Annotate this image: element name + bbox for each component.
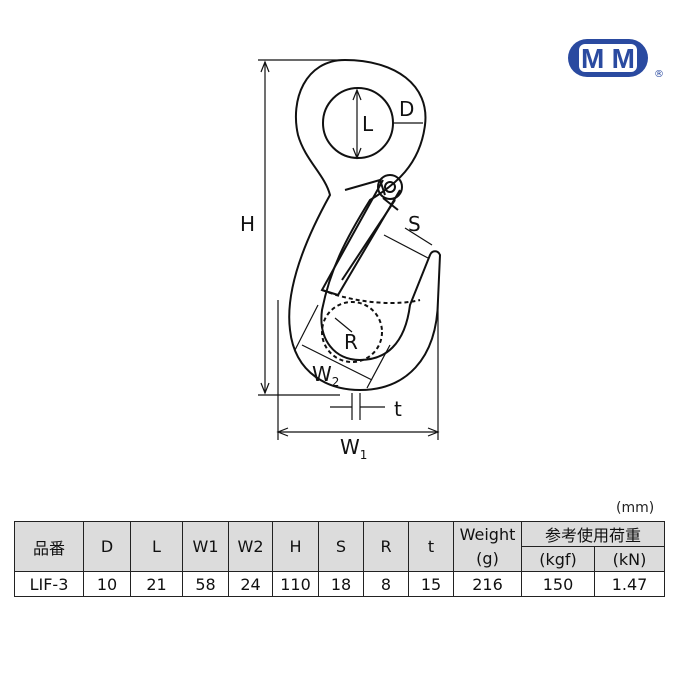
cell: 110: [272, 571, 319, 597]
header-L: L: [130, 521, 183, 572]
spec-table: 品番 D L W1 W2 H S R t Weight 参考使用荷重 (g) (…: [14, 521, 665, 597]
radius-circle: [321, 301, 383, 363]
header-t: t: [408, 521, 454, 572]
mm-logo: MM ®: [566, 37, 666, 86]
dim-D: D: [399, 97, 415, 121]
cell: 150: [521, 571, 595, 597]
header-kn: (kN): [594, 546, 665, 572]
header-S: S: [318, 521, 364, 572]
header-W1: W1: [182, 521, 229, 572]
cell: 10: [83, 571, 131, 597]
cell: 18: [318, 571, 364, 597]
dim-W1: W1: [340, 435, 368, 462]
unit-label: (mm): [616, 500, 655, 516]
cell: 15: [408, 571, 454, 597]
header-weight-unit: (g): [453, 546, 522, 572]
table-row: LIF-3 10 21 58 24 110 18 8 15 216 150 1.…: [14, 571, 665, 597]
latch-pin: [377, 174, 403, 200]
cell: 216: [453, 571, 522, 597]
dim-H: H: [240, 212, 256, 236]
header-R: R: [363, 521, 409, 572]
svg-text:®: ®: [654, 69, 664, 80]
eye-hole: [322, 87, 394, 159]
cell: LIF-3: [14, 571, 84, 597]
header-part-no: 品番: [14, 521, 84, 572]
dim-R: R: [344, 330, 358, 354]
dim-W2: W2: [312, 362, 340, 389]
cell: 1.47: [594, 571, 665, 597]
cell: 21: [130, 571, 183, 597]
cell: 8: [363, 571, 409, 597]
header-kgf: (kgf): [521, 546, 595, 572]
cell: 58: [182, 571, 229, 597]
dim-t: t: [394, 397, 402, 421]
cell: 24: [228, 571, 273, 597]
header-D: D: [83, 521, 131, 572]
header-weight: Weight: [453, 521, 522, 547]
dim-S: S: [408, 212, 421, 236]
header-W2: W2: [228, 521, 273, 572]
header-H: H: [272, 521, 319, 572]
header-load: 参考使用荷重: [521, 521, 665, 547]
dim-L: L: [362, 112, 374, 136]
hook-drawing: [258, 58, 442, 440]
